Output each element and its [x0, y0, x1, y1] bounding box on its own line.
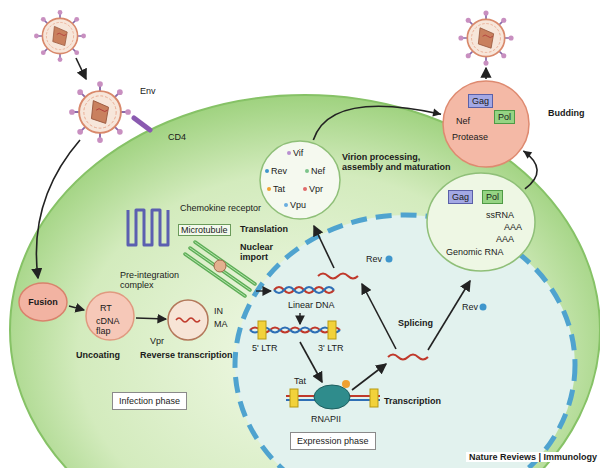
node-text: Expression phase: [297, 436, 369, 446]
node-text: AAA: [496, 234, 514, 244]
arrow-head: [432, 109, 441, 117]
node-text: Gag: [472, 96, 489, 106]
stage-label: Reverse transcription: [140, 350, 233, 360]
part-label: Vpr: [150, 336, 164, 346]
stage-label: Transcription: [384, 396, 441, 406]
pol-box: Pol: [482, 190, 503, 204]
node-text: Vif: [293, 148, 303, 158]
node-text: Fusion: [28, 297, 58, 307]
part-label: CD4: [168, 132, 186, 142]
protein-circle: VifRev NefTat VprVpu: [259, 140, 341, 220]
budding-bubble: NefProtease GagPol: [442, 80, 530, 168]
connector: [523, 151, 537, 189]
part-label: RT: [100, 303, 112, 313]
part-label: Rev: [462, 302, 478, 312]
protein-dot: [305, 169, 309, 173]
node-text: Rev: [271, 166, 287, 176]
node-text: Tat: [273, 184, 285, 194]
node-text: ssRNA: [486, 210, 514, 220]
node-text: Protease: [452, 132, 488, 142]
connector-line: [313, 106, 441, 140]
pol-box: Pol: [494, 110, 515, 124]
node-text: Gag: [452, 192, 469, 202]
part-label: IN: [214, 306, 223, 316]
part-label: Linear DNA: [288, 300, 335, 310]
bubble-shape: [19, 283, 67, 321]
connector-line: [523, 151, 537, 189]
arrow-head: [523, 151, 532, 159]
part-label: Pre-integration complex: [120, 270, 192, 290]
phase-box: Infection phase: [112, 392, 187, 410]
part-label: Tat: [294, 376, 306, 386]
stage-label: Nature Reviews | Immunology: [466, 452, 600, 462]
node-text: Pol: [486, 192, 499, 202]
protein-dot: [265, 169, 269, 173]
protein-dot: [303, 187, 307, 191]
bubble-shape: [443, 81, 529, 167]
part-label: Chemokine receptor: [180, 203, 261, 213]
fusion-bubble: Fusion: [18, 282, 68, 322]
part-label: 3' LTR: [318, 343, 344, 353]
edge-label: Virion processing, assembly and maturati…: [342, 152, 460, 172]
gag-box: Gag: [448, 190, 473, 204]
node-text: Vpr: [309, 184, 323, 194]
part-label: Rev: [366, 254, 382, 264]
node-text: Nef: [456, 116, 470, 126]
bubble-shape: [260, 141, 340, 219]
node-text: Vpu: [290, 200, 306, 210]
part-label: cDNA flap: [96, 316, 124, 336]
protein-dot: [284, 203, 288, 207]
node-text: AAA: [504, 222, 522, 232]
phase-box: Expression phase: [290, 432, 376, 450]
node-text: Infection phase: [119, 396, 180, 406]
node-text: Nef: [311, 166, 325, 176]
gag-box: Gag: [468, 94, 493, 108]
structure-label: Microtubule: [178, 224, 231, 236]
stage-label: Uncoating: [76, 350, 120, 360]
part-label: 5' LTR: [252, 343, 278, 353]
protein-dot: [267, 187, 271, 191]
stage-label: Translation: [240, 224, 288, 234]
stage-label: Splicing: [398, 318, 433, 328]
part-label: Env: [140, 86, 156, 96]
bubble-shape: [427, 173, 535, 271]
protein-dot: [287, 151, 291, 155]
stage-label: Budding: [548, 108, 585, 118]
node-text: Pol: [498, 112, 511, 122]
stage-label: Nuclear import: [240, 242, 284, 262]
assembly-circle: ssRNA AAA AAA Genomic RNA Gag Pol: [426, 172, 536, 272]
part-label: MA: [214, 319, 228, 329]
part-label: RNAPII: [311, 414, 341, 424]
connector: [313, 106, 441, 140]
node-text: Genomic RNA: [446, 247, 504, 257]
